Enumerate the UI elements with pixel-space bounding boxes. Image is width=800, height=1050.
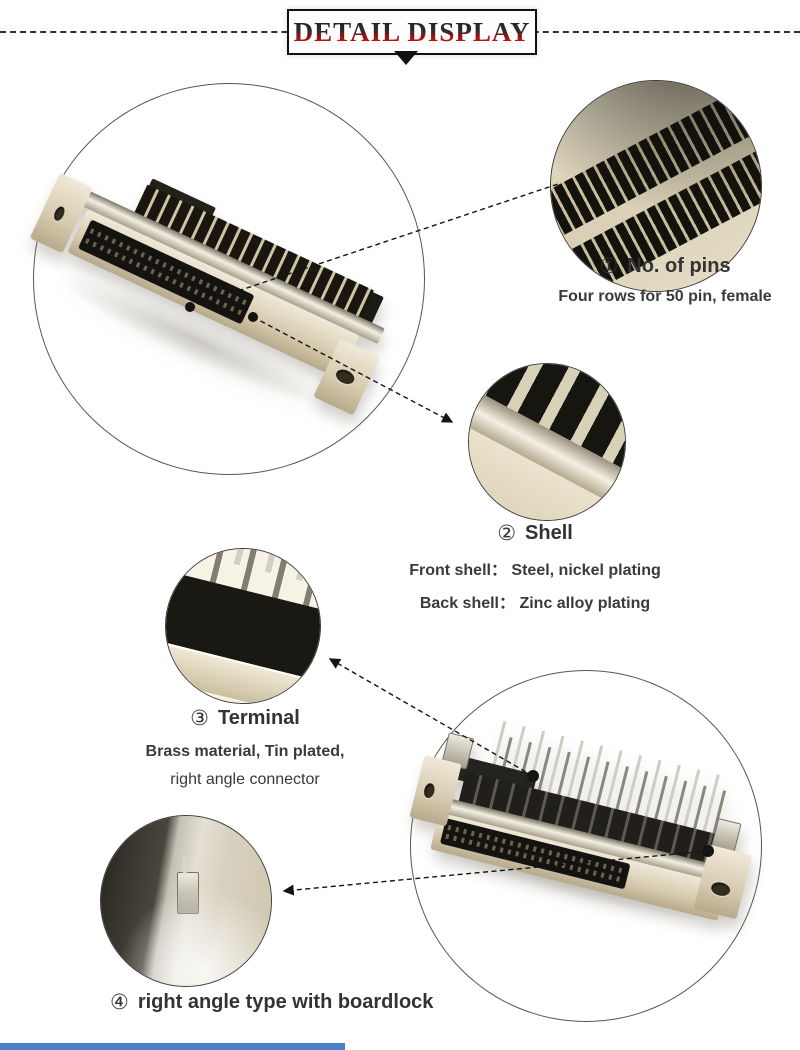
pointer-down-icon bbox=[394, 51, 418, 65]
terminal-heading-label: Terminal bbox=[217, 707, 300, 729]
pins-heading: ① No. of pins bbox=[530, 254, 800, 279]
page-title-box: DETAIL DISPLAY bbox=[287, 9, 537, 55]
shell-back-label: Back shell： Zinc alloy plating bbox=[419, 595, 651, 612]
terminal-material-label: Brass material, Tin plated, bbox=[145, 743, 345, 760]
pins-detail-label: Four rows for 50 pin, female bbox=[558, 288, 772, 305]
boardlock-heading: ④ right angle type with boardlock bbox=[110, 990, 470, 1015]
footer-accent-bar bbox=[0, 1043, 345, 1050]
pins-zoom-circle bbox=[550, 80, 762, 292]
pins-heading-label: No. of pins bbox=[627, 255, 731, 277]
boardlock-heading-label: right angle type with boardlock bbox=[137, 991, 434, 1013]
shell-heading: ② Shell bbox=[385, 521, 685, 546]
circled-1-icon: ① bbox=[599, 255, 619, 278]
product-1-screw-hole-left bbox=[52, 205, 67, 223]
product-2-screw-hole-right bbox=[709, 880, 732, 898]
terminal-type-label: right angle connector bbox=[170, 771, 320, 788]
product-1-screw-hole-right bbox=[333, 366, 357, 387]
pins-callout-text: ① No. of pins Four rows for 50 pin, fema… bbox=[530, 254, 800, 306]
shell-callout-text: ② Shell Front shell： Steel, nickel plati… bbox=[385, 521, 685, 613]
terminal-zoom-content bbox=[166, 549, 320, 703]
circled-4-icon: ④ bbox=[110, 991, 129, 1014]
highlight-overlay bbox=[101, 816, 271, 986]
circled-3-icon: ③ bbox=[190, 707, 209, 730]
shell-zoom-circle bbox=[468, 363, 626, 521]
terminal-zoom-circle bbox=[165, 548, 321, 704]
shell-zoom-content bbox=[469, 364, 625, 520]
boardlock-zoom-circle bbox=[100, 815, 272, 987]
terminal-heading: ③ Terminal bbox=[120, 706, 370, 731]
shell-front-label: Front shell： Steel, nickel plating bbox=[409, 562, 661, 579]
product-2-screw-hole-left bbox=[422, 782, 436, 800]
boardlock-callout-text: ④ right angle type with boardlock bbox=[110, 990, 470, 1015]
page-title: DETAIL DISPLAY bbox=[293, 16, 531, 47]
terminal-callout-text: ③ Terminal Brass material, Tin plated, r… bbox=[120, 706, 370, 789]
shell-heading-label: Shell bbox=[525, 522, 573, 544]
circled-2-icon: ② bbox=[497, 522, 517, 545]
